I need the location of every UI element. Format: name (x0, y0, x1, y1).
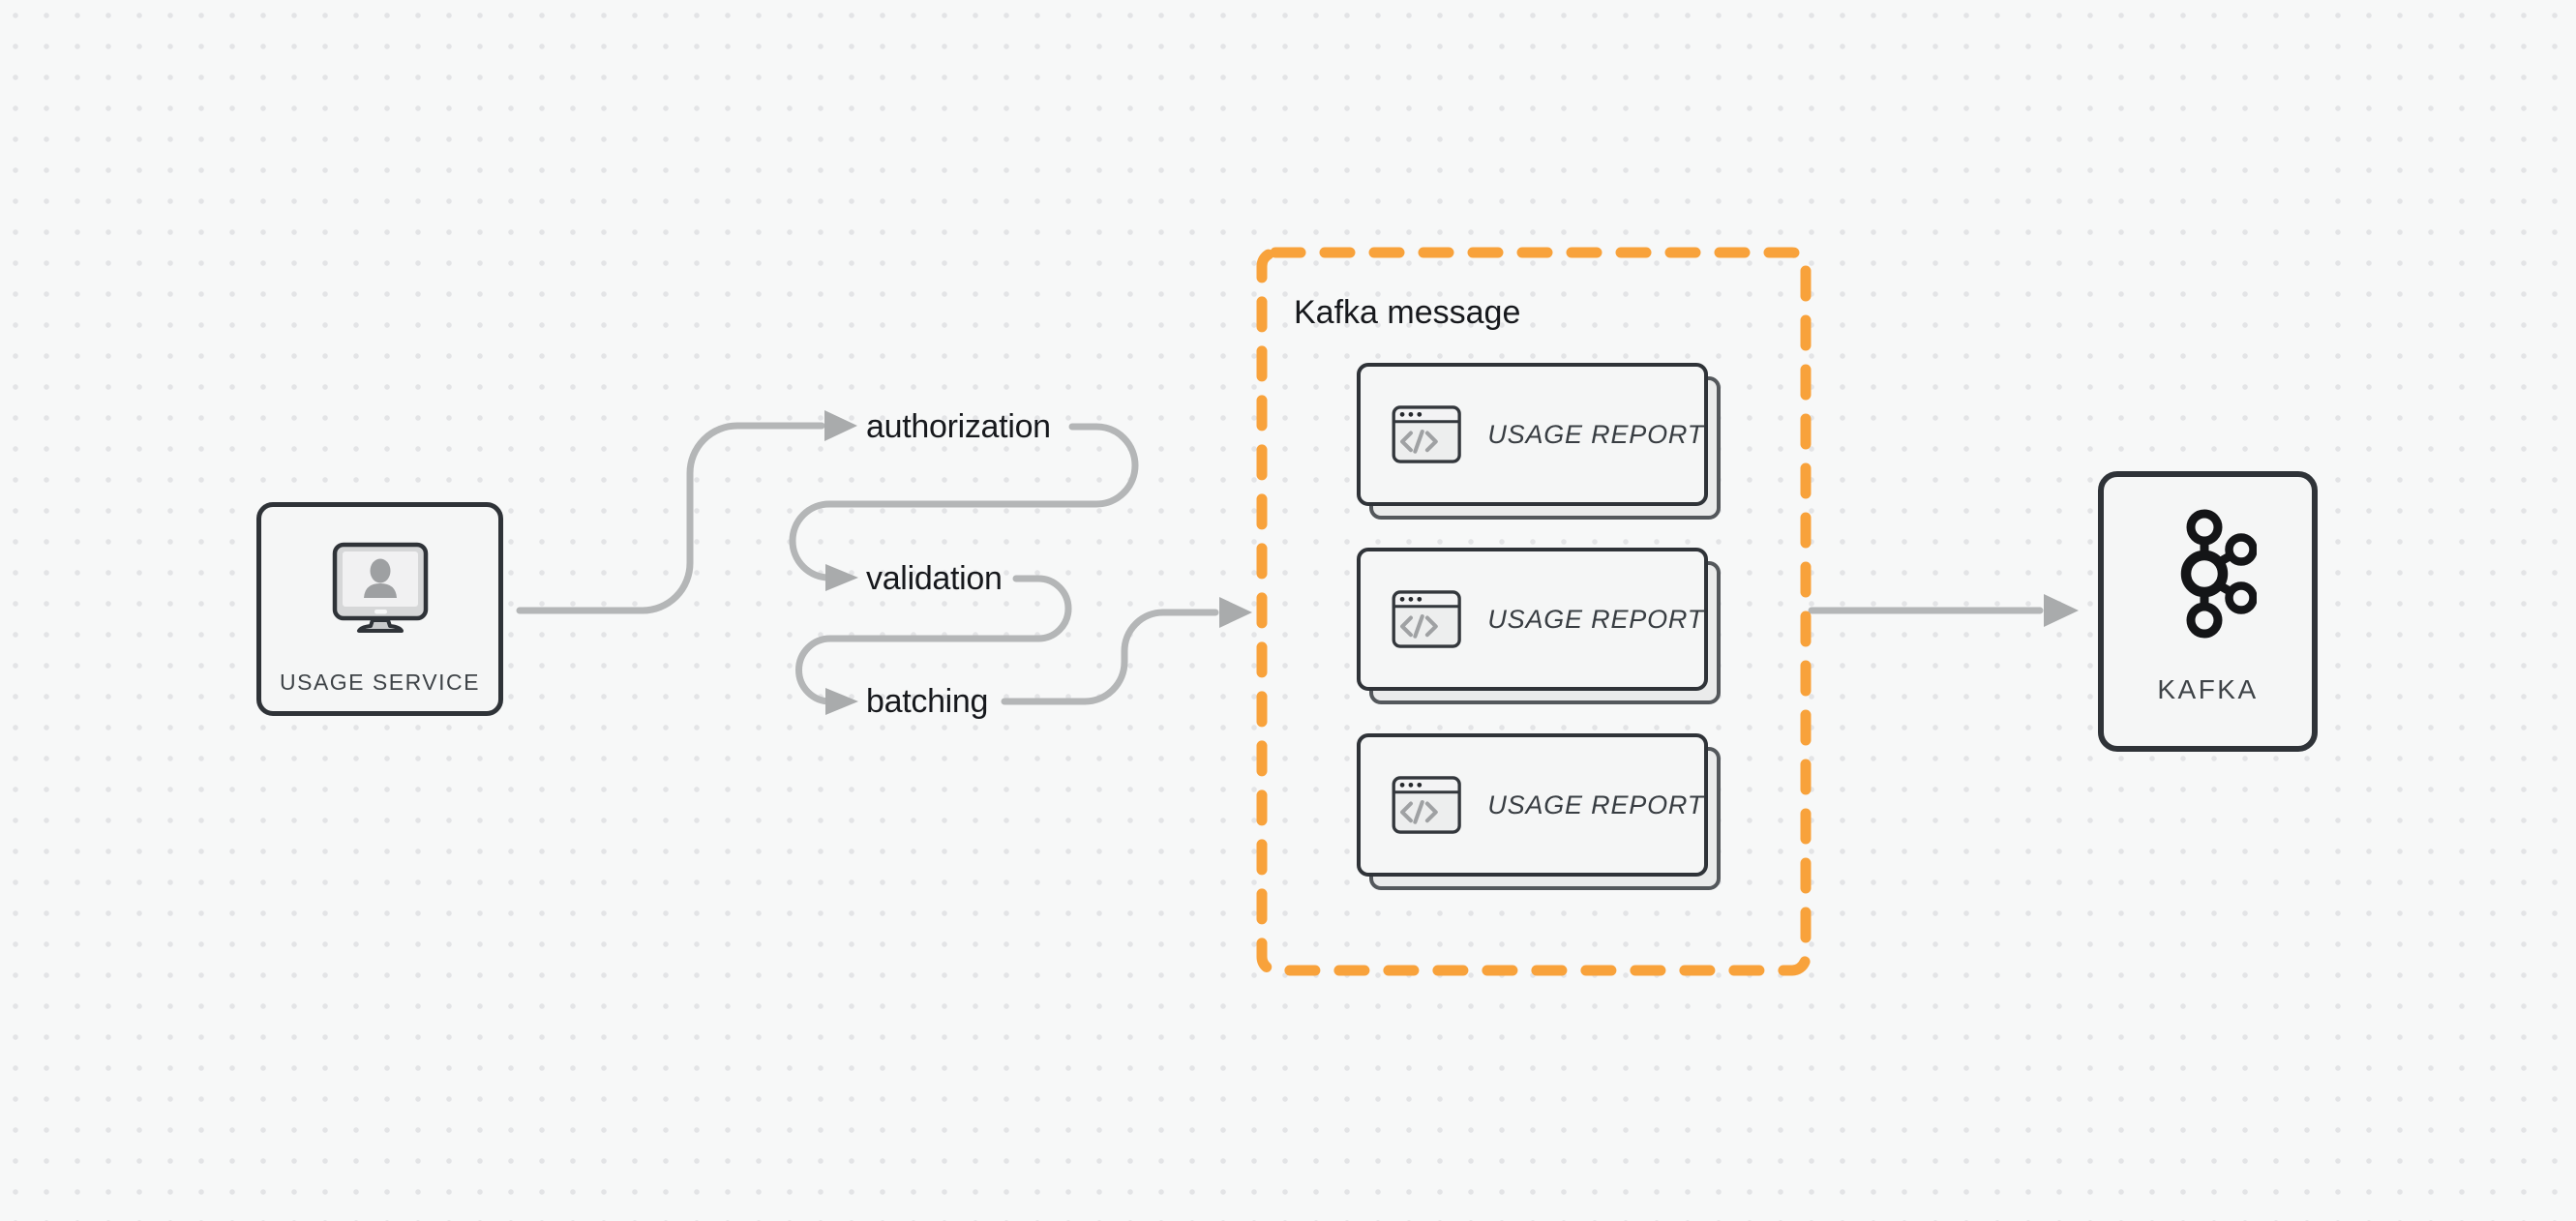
arrowhead-authorization-icon (824, 410, 857, 441)
connector-batching-to-group (1001, 609, 1219, 705)
code-window-icon (1392, 405, 1461, 463)
usage-report-label: USAGE REPORT (1487, 604, 1704, 634)
usage-report-card-face: USAGE REPORT (1357, 548, 1708, 691)
monitor-user-icon (332, 542, 428, 633)
connector-authorization-to-validation (789, 423, 1139, 581)
connector-validation-to-batching (795, 575, 1072, 705)
usage-service-node: USAGE SERVICE (256, 502, 503, 716)
usage-report-label: USAGE REPORT (1487, 419, 1704, 449)
usage-report-card: USAGE REPORT (1357, 548, 1721, 704)
arrowhead-group-icon (1219, 597, 1252, 628)
kafka-logo-icon (2180, 509, 2257, 639)
step-batching: batching (866, 683, 989, 720)
arrowhead-batching-icon (825, 688, 858, 715)
step-validation: validation (866, 560, 1003, 597)
step-authorization: authorization (866, 408, 1051, 445)
kafka-message-group-border (1256, 247, 1812, 976)
usage-service-label: USAGE SERVICE (280, 670, 480, 695)
kafka-label: KAFKA (2157, 674, 2259, 704)
code-window-icon (1392, 776, 1461, 834)
usage-report-card: USAGE REPORT (1357, 733, 1721, 890)
usage-report-label: USAGE REPORT (1487, 789, 1704, 819)
arrowhead-kafka-icon (2044, 594, 2079, 627)
usage-report-card-face: USAGE REPORT (1357, 733, 1708, 877)
code-window-icon (1392, 590, 1461, 648)
kafka-message-group-title: Kafka message (1294, 294, 1521, 331)
kafka-node: KAFKA (2098, 471, 2318, 752)
usage-report-card-face: USAGE REPORT (1357, 363, 1708, 506)
arrowhead-validation-icon (825, 564, 858, 591)
usage-report-card: USAGE REPORT (1357, 363, 1721, 520)
connector-usage-to-authorization (516, 422, 825, 614)
